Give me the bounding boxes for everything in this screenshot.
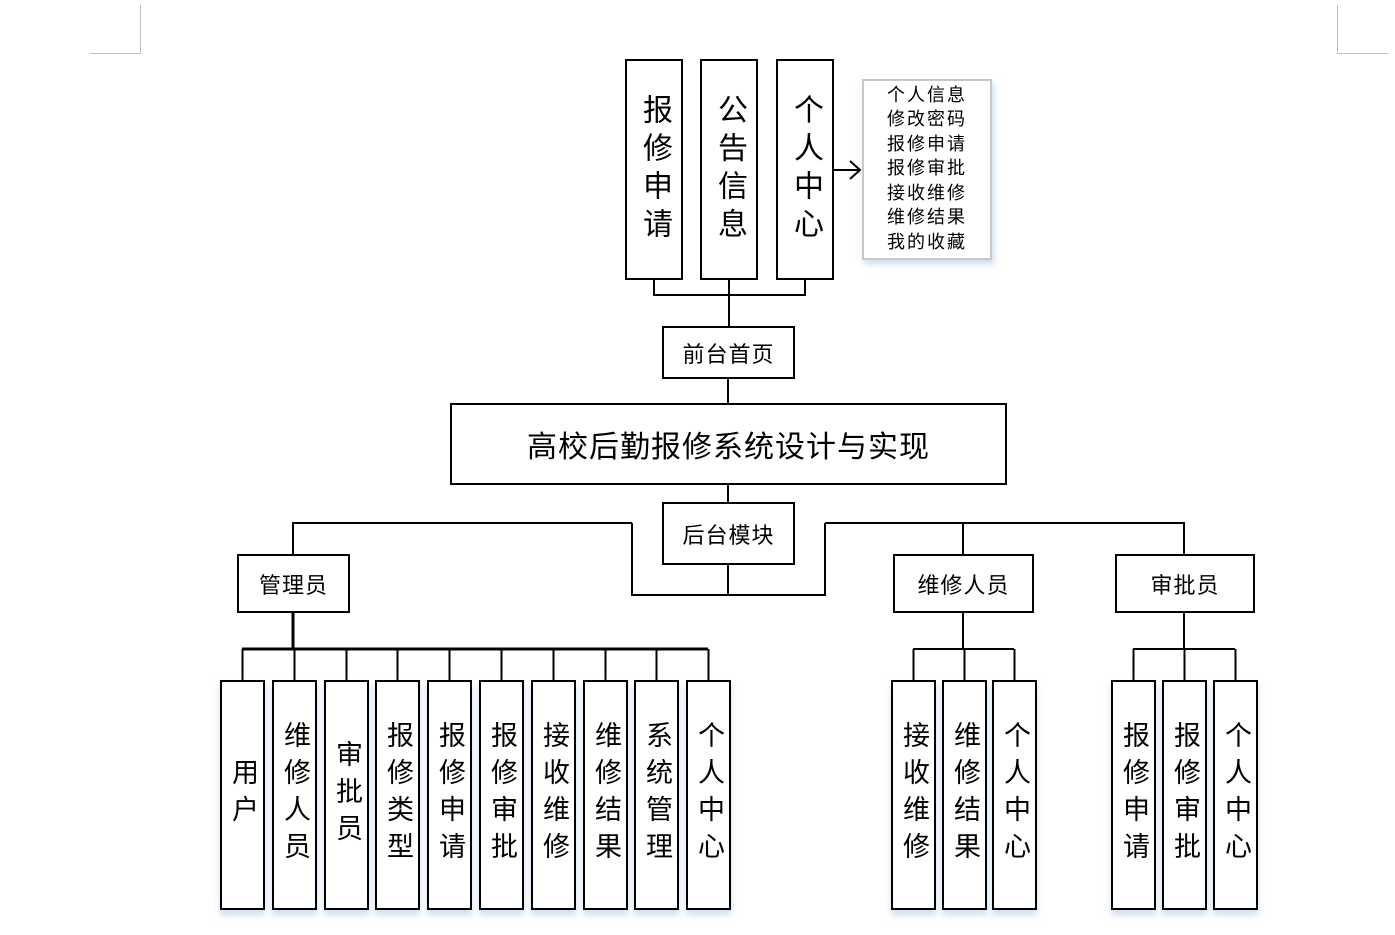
function-label: 报修类型 [382,721,413,869]
function-label: 报修申请 [434,721,465,869]
function-label: 接收维修 [538,721,569,869]
function-node[interactable]: 接收维修 [891,680,936,910]
function-label: 个人中心 [1220,721,1251,869]
front-module-personal-center[interactable]: 个人中心 [776,59,834,280]
function-node[interactable]: 报修申请 [1111,680,1156,910]
personal-center-details: 个人信息 修改密码 报修申请 报修审批 接收维修 维修结果 我的收藏 [862,79,992,260]
arrow-head-icon [849,160,862,180]
function-node[interactable]: 维修结果 [942,680,987,910]
backend-bus [631,523,826,596]
function-node[interactable]: 审批员 [324,680,369,910]
role-repairer-node[interactable]: 维修人员 [893,554,1034,613]
function-label: 个人中心 [693,721,724,869]
function-label: 报修审批 [486,721,517,869]
detail-item: 修改密码 [887,109,967,131]
function-label: 报修申请 [1118,721,1149,869]
page-corner-mark-left-vertical [140,5,141,54]
function-node[interactable]: 个人中心 [686,680,731,910]
function-node[interactable]: 用户 [220,680,265,910]
detail-item: 接收维修 [887,182,967,204]
backend-to-approver [825,522,1185,554]
backend-module-node[interactable]: 后台模块 [662,502,795,565]
function-label: 系统管理 [641,721,672,869]
function-node[interactable]: 报修申请 [427,680,472,910]
function-label: 维修结果 [590,721,621,869]
function-node[interactable]: 个人中心 [992,680,1037,910]
role-approver-node[interactable]: 审批员 [1115,554,1255,613]
function-node[interactable]: 报修审批 [1162,680,1207,910]
frontend-home-node[interactable]: 前台首页 [662,326,795,379]
page-corner-mark-right-horizontal [1337,53,1388,54]
system-title-node: 高校后勤报修系统设计与实现 [450,403,1007,485]
node-label: 维修人员 [917,573,1010,599]
function-node[interactable]: 个人中心 [1213,680,1258,910]
function-label: 审批员 [331,739,362,851]
front-module-repair-request[interactable]: 报修申请 [625,59,683,280]
function-node[interactable]: 维修人员 [272,680,317,910]
function-node[interactable]: 报修类型 [375,680,420,910]
function-node[interactable]: 系统管理 [634,680,679,910]
function-label: 接收维修 [898,721,929,869]
detail-item: 个人信息 [887,84,967,106]
role-admin-node[interactable]: 管理员 [237,554,350,613]
page-corner-mark-left-horizontal [90,53,141,54]
node-label: 前台首页 [682,342,775,368]
detail-item: 报修审批 [887,158,967,180]
function-label: 维修人员 [279,721,310,869]
backend-to-admin [292,522,632,554]
front-module-announcements[interactable]: 公告信息 [700,59,758,280]
diagram-title: 高校后勤报修系统设计与实现 [527,430,930,465]
function-node[interactable]: 维修结果 [583,680,628,910]
function-label: 个人中心 [999,721,1030,869]
function-label: 用户 [227,758,258,832]
page-corner-mark-right-vertical [1337,5,1338,54]
function-label: 报修审批 [1169,721,1200,869]
detail-item: 报修申请 [887,133,967,155]
node-label: 管理员 [258,573,328,599]
node-label: 后台模块 [682,523,775,549]
function-node[interactable]: 报修审批 [479,680,524,910]
module-label: 公告信息 [712,93,747,246]
function-label: 维修结果 [949,721,980,869]
module-label: 报修申请 [637,93,672,246]
node-label: 审批员 [1150,573,1220,599]
module-label: 个人中心 [788,93,823,246]
function-node[interactable]: 接收维修 [531,680,576,910]
detail-item: 维修结果 [887,207,967,229]
detail-item: 我的收藏 [887,231,967,253]
